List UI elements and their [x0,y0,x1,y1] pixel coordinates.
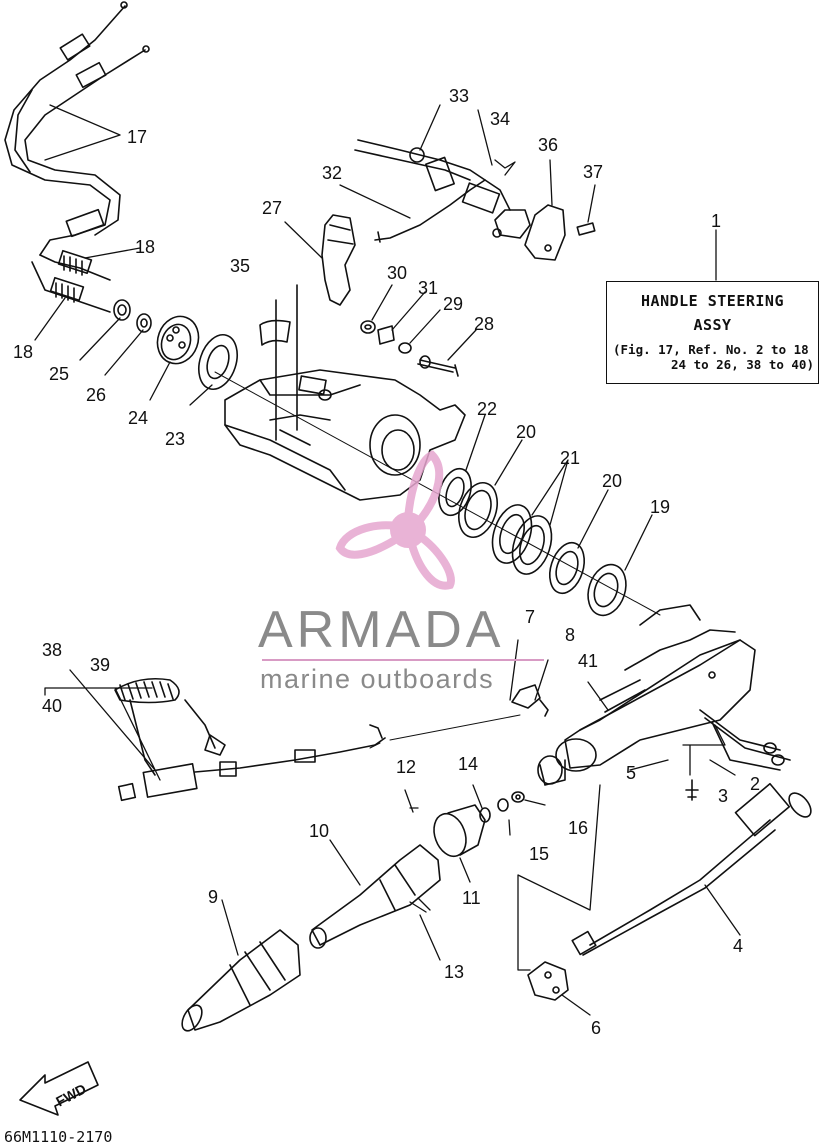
callout-36: 36 [538,135,559,155]
callout-40: 40 [42,696,63,716]
callout-23: 23 [165,429,186,449]
callout-37: 37 [583,162,604,182]
callout-9: 9 [208,887,219,907]
brand-rule [262,659,544,661]
callout-6: 6 [591,1018,602,1038]
leaders-24-26 [79,317,171,401]
handle-bracket [224,369,466,501]
callout-4: 4 [733,936,744,956]
callout-20-lower: 20 [602,471,623,491]
callout-1: 1 [711,211,722,231]
callout-25: 25 [49,364,70,384]
callout-10: 10 [309,821,330,841]
callout-8: 8 [565,625,576,645]
callout-18-upper: 18 [135,237,156,257]
assy-note-line2: 24 to 26, 38 to 40) [671,357,814,372]
seal-ring-23 [198,333,238,391]
callout-12: 12 [396,757,417,777]
leader-18-upper [84,247,141,259]
shift-lever-27 [259,214,356,441]
armada-tagline: marine outboards [260,664,495,694]
fwd-arrow-icon [19,1061,99,1116]
collar-11 [433,804,486,858]
callout-3: 3 [718,786,729,806]
callout-27: 27 [262,198,283,218]
thrust-washers [438,467,627,617]
stop-switch-lanyard [114,677,386,802]
callout-5: 5 [626,763,637,783]
callout-16: 16 [568,818,589,838]
callout-24: 24 [128,408,149,428]
assy-title: HANDLE STEERING [641,292,784,310]
callout-17: 17 [127,127,148,147]
cable-holder-6 [527,961,569,1001]
callout-18-lower: 18 [13,342,34,362]
callout-32: 32 [322,163,343,183]
callout-15: 15 [529,844,550,864]
bolt-washers-28-31 [360,320,459,377]
throttle-cable-4 [571,782,812,956]
collar-36 [524,204,596,261]
callout-41: 41 [578,651,599,671]
armada-brand-text: ARMADA [258,601,505,659]
callout-34: 34 [490,109,511,129]
callout-26: 26 [86,385,107,405]
steering-handle-body [537,604,756,786]
callout-22: 22 [477,399,498,419]
leader-18-lower [34,297,66,341]
assy-subtitle: ASSY [693,316,732,334]
callout-31: 31 [418,278,439,298]
callout-19: 19 [650,497,671,517]
throttle-grip-9 [181,929,301,1032]
callout-35: 35 [230,256,251,276]
handle-steering-assy-box: HANDLE STEERING ASSY (Fig. 17, Ref. No. … [606,281,819,384]
callout-38: 38 [42,640,63,660]
callout-13: 13 [444,962,465,982]
link-rod-32 [374,179,486,241]
callout-20-upper: 20 [516,422,537,442]
callout-29: 29 [443,294,464,314]
callout-2: 2 [750,774,761,794]
clip-35 [259,319,291,346]
callout-30: 30 [387,263,408,283]
throttle-shaft-10 [309,844,441,949]
switch-7 [511,684,541,709]
callout-21: 21 [560,448,581,468]
leader-17 [44,104,121,161]
callout-28: 28 [474,314,495,334]
callout-11: 11 [462,888,481,908]
diagram-code: 66M1110-2170 [4,1128,113,1146]
grommet-24 [113,299,200,365]
assy-note-line1: (Fig. 17, Ref. No. 2 to 18 [613,342,809,357]
callout-7: 7 [525,607,536,627]
shaft-assy-33 [354,139,531,239]
callout-33: 33 [449,86,470,106]
callout-39: 39 [90,655,111,675]
throttle-cables [4,1,150,313]
callout-14: 14 [458,754,479,774]
